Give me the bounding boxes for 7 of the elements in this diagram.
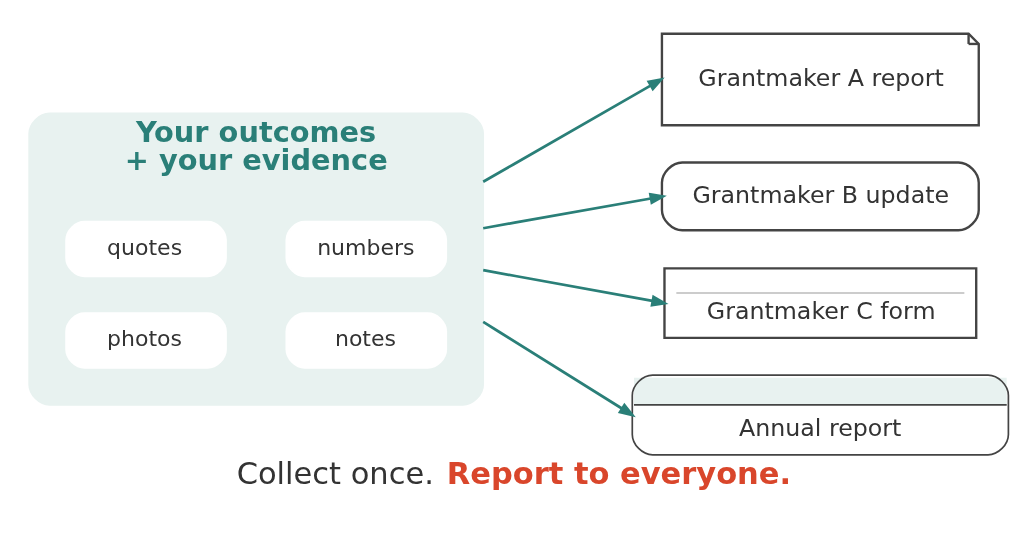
arrow (482, 320, 636, 417)
node-box: Grantmaker C form (663, 266, 978, 339)
arrow (482, 76, 665, 183)
node-box: Grantmaker B update (660, 160, 980, 231)
arrow (482, 268, 669, 307)
arrow (482, 192, 667, 230)
caption: Collect once. Report to everyone. (236, 455, 792, 491)
